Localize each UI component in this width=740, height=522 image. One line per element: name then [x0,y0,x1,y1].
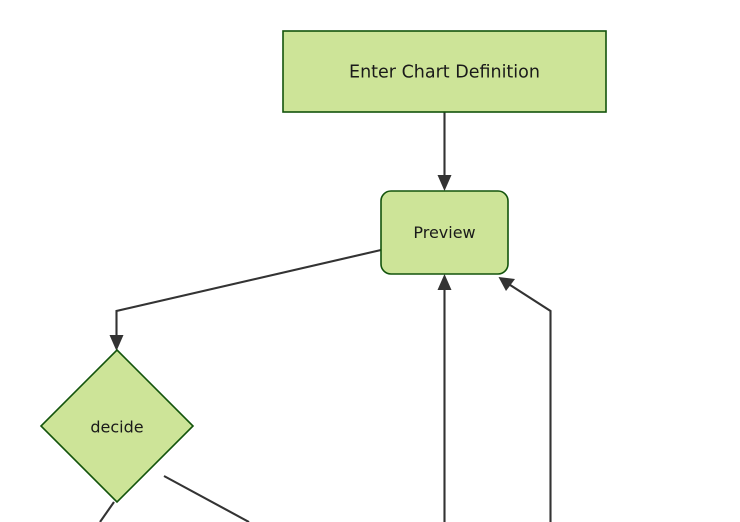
edge-layer [99,112,552,522]
edge-offscreen-center-to-preview [437,274,452,522]
edge-decide-out-left [99,501,115,522]
edge-decide-out-right [163,475,250,522]
node-enter-chart-definition[interactable]: Enter Chart Definition [282,30,607,113]
edge-enter-to-preview [437,112,452,191]
node-preview[interactable]: Preview [380,190,509,275]
node-layer: Enter Chart Definition Preview decide [39,30,607,504]
edge-preview-to-decide [109,248,382,351]
edge-offscreen-right-to-preview [498,277,552,522]
